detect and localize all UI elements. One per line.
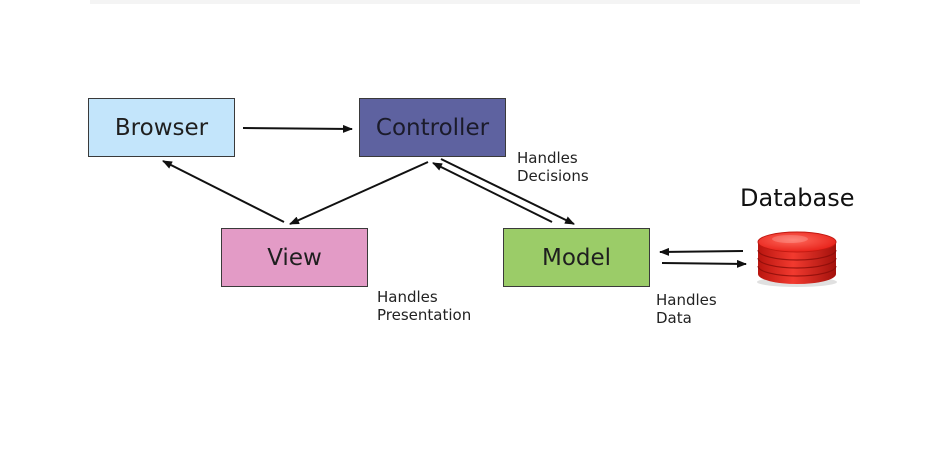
controller-label: Controller bbox=[375, 114, 490, 141]
model-note: Handles Data bbox=[656, 291, 717, 327]
browser-box: Browser bbox=[88, 98, 235, 157]
model-note-line-2: Data bbox=[656, 309, 692, 327]
view-note-line-2: Presentation bbox=[377, 306, 472, 324]
browser-label: Browser bbox=[114, 114, 209, 141]
model-box: Model bbox=[503, 228, 650, 287]
database-stack-icon bbox=[757, 231, 837, 287]
database-title: Database bbox=[740, 184, 855, 212]
view-box: View bbox=[221, 228, 368, 287]
arrow-database-to-model bbox=[659, 247, 744, 256]
top-divider bbox=[90, 0, 860, 4]
controller-box: Controller bbox=[359, 98, 506, 157]
controller-note-line-1: Handles bbox=[517, 149, 578, 167]
model-label: Model bbox=[541, 244, 612, 271]
arrow-view-to-browser bbox=[162, 160, 285, 223]
arrow-browser-to-controller bbox=[242, 124, 353, 133]
view-note: Handles Presentation bbox=[377, 288, 471, 324]
arrow-model-to-database bbox=[661, 259, 747, 268]
view-label: View bbox=[267, 244, 322, 271]
view-note-line-1: Handles bbox=[377, 288, 438, 306]
controller-note: Handles Decisions bbox=[517, 149, 589, 185]
arrow-controller-to-model bbox=[440, 158, 575, 225]
arrow-controller-to-view bbox=[289, 161, 429, 225]
controller-note-line-2: Decisions bbox=[517, 167, 589, 185]
model-note-line-1: Handles bbox=[656, 291, 717, 309]
arrow-model-to-controller bbox=[432, 162, 553, 223]
